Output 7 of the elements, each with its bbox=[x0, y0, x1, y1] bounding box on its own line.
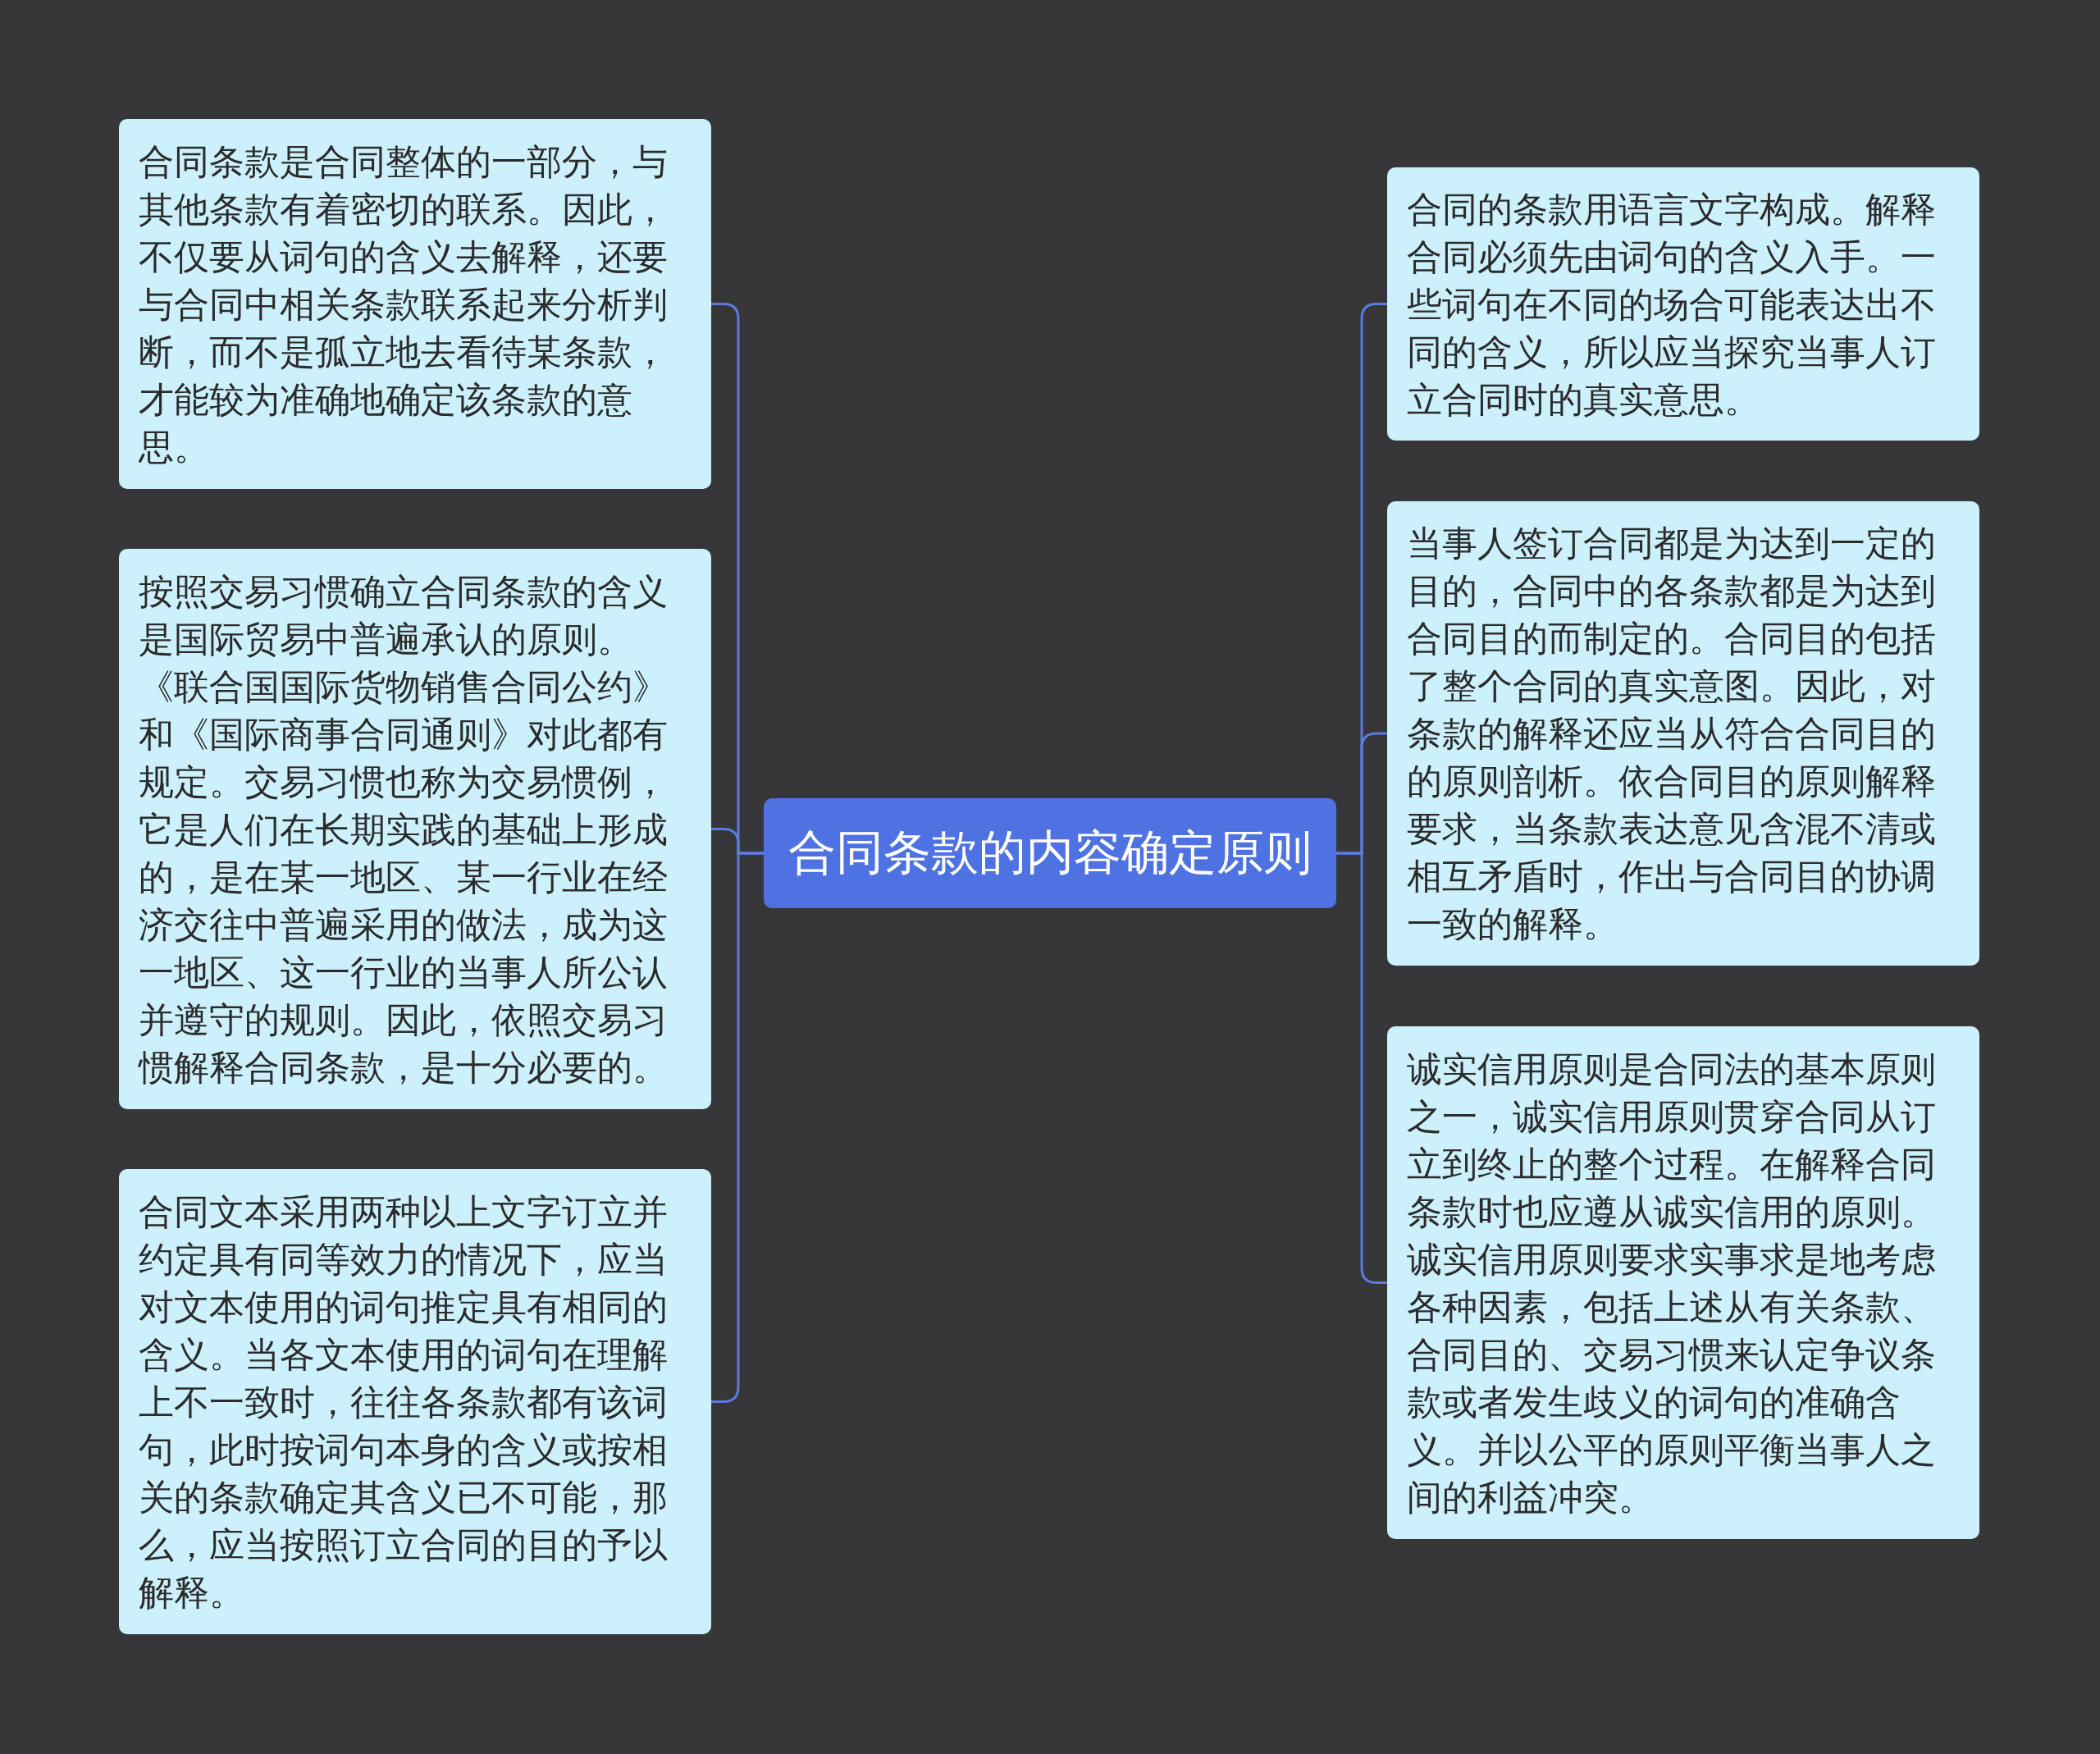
topic-box: 合同的条款用语言文字构成。解释合同必须先由词句的含义入手。一些词句在不同的场合可能表达出不同的含义，所以应当探究当事人订立合同时的真实意思。 bbox=[1387, 167, 1979, 441]
topic-box: 合同文本采用两种以上文字订立并约定具有同等效力的情况下，应当对文本使用的词句推定具有相同的含义。当各文本使用的词句在理解上不一致时，往往各条款都有该词句，此时按词句本身的含义或按相关的条款确定其含义已不可能，那么，应当按照订立合同的目的予以解释。 bbox=[119, 1169, 711, 1634]
central-topic-box: 合同条款的内容确定原则 bbox=[764, 798, 1336, 908]
topic-box: 诚实信用原则是合同法的基本原则之一，诚实信用原则贯穿合同从订立到终止的整个过程。在解释合同条款时也应遵从诚实信用的原则。诚实信用原则要求实事求是地考虑各种因素，包括上述从有关条款、合同目的、交易习惯来认定争议条款或者发生歧义的词句的准确含义。并以公平的原则平衡当事人之间的利益冲突。 bbox=[1387, 1026, 1979, 1539]
topic-box: 合同条款是合同整体的一部分，与其他条款有着密切的联系。因此，不仅要从词句的含义去解释，还要与合同中相关条款联系起来分析判断，而不是孤立地去看待某条款，才能较为准确地确定该条款的意思。 bbox=[119, 119, 711, 489]
topic-box: 当事人签订合同都是为达到一定的目的，合同中的各条款都是为达到合同目的而制定的。合同目的包括了整个合同的真实意图。因此，对条款的解释还应当从符合合同目的的原则剖析。依合同目的原则解释要求，当条款表达意见含混不清或相互矛盾时，作出与合同目的协调一致的解释。 bbox=[1387, 501, 1979, 966]
topic-box: 按照交易习惯确立合同条款的含义是国际贸易中普遍承认的原则。《联合国国际货物销售合同公约》和《国际商事合同通则》对此都有规定。交易习惯也称为交易惯例，它是人们在长期实践的基础上形成的，是在某一地区、某一行业在经济交往中普遍采用的做法，成为这一地区、这一行业的当事人所公认并遵守的规则。因此，依照交易习惯解释合同条款，是十分必要的。 bbox=[119, 549, 711, 1109]
